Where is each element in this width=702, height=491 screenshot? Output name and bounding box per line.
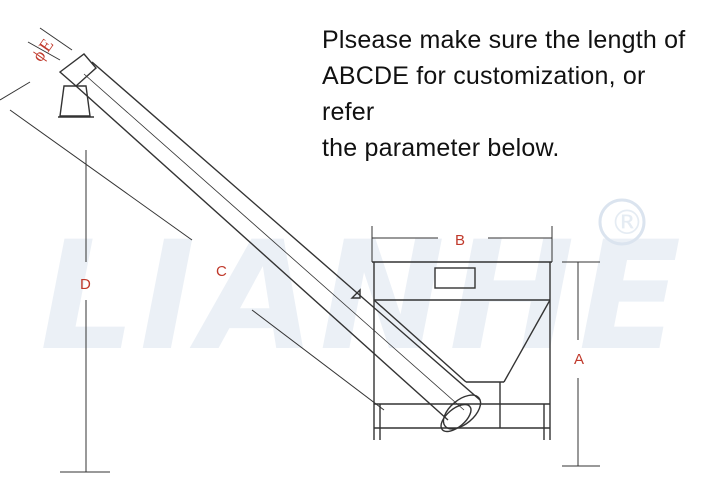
dimension-label-a: A xyxy=(574,351,584,368)
dimension-label-b: B xyxy=(455,232,465,249)
conveyor-tube xyxy=(58,53,482,433)
customization-note: Plsease make sure the length of ABCDE fo… xyxy=(322,26,686,162)
registered-mark: ® xyxy=(610,203,644,243)
dimension-label-d: D xyxy=(80,276,91,293)
watermark: LIANHE ® xyxy=(40,198,681,384)
registered-mark-circle xyxy=(598,198,646,246)
dimension-lines xyxy=(0,27,600,473)
dimension-label-c: C xyxy=(216,263,227,280)
hopper xyxy=(350,261,552,440)
dimension-label-e-group: ϕ E xyxy=(28,35,58,65)
